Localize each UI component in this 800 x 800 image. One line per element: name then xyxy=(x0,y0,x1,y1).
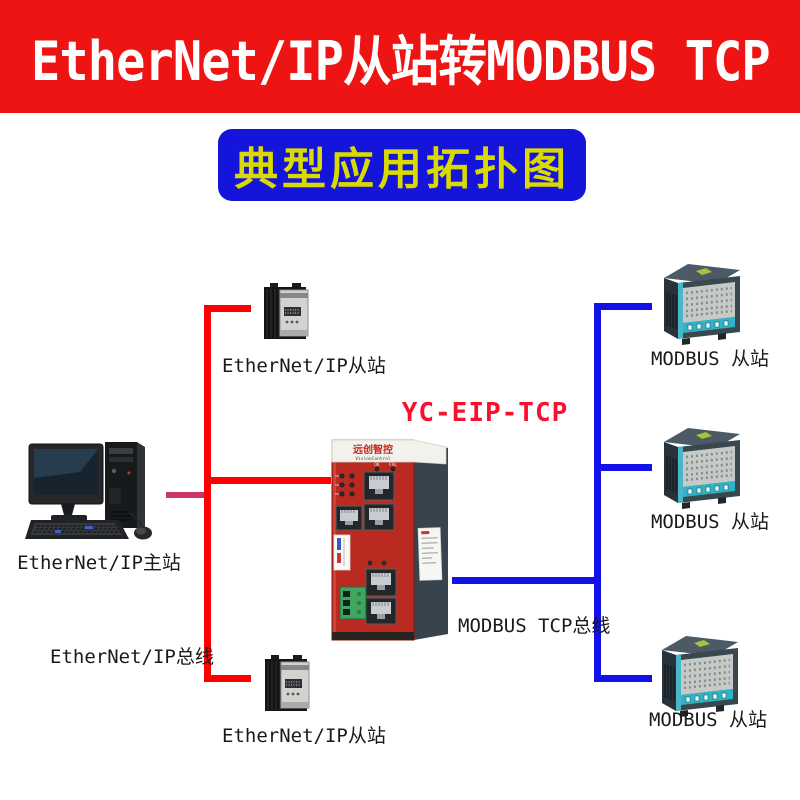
master-node-label: EtherNet/IP主站 xyxy=(17,552,181,574)
title-banner: EtherNet/IP从站转MODBUS TCP xyxy=(0,0,800,113)
gateway-rj45-port-2 xyxy=(363,503,395,531)
modbus-bus-gateway-line xyxy=(452,577,601,584)
eip-bus-stub-gateway-line xyxy=(204,477,331,484)
gateway-status-leds: OK FAL xyxy=(374,462,397,472)
modbus-bus-label: MODBUS TCP总线 xyxy=(458,615,611,637)
eip-slave-top-art xyxy=(262,283,314,343)
modbus-bus-stub-1-line xyxy=(594,303,652,310)
gateway-front-sticker xyxy=(333,534,351,571)
eip-slave-top-label: EtherNet/IP从站 xyxy=(222,355,386,377)
eip-bus-stub-top-line xyxy=(204,305,251,312)
gateway-led-grid xyxy=(335,473,355,497)
modbus-slave-2-art xyxy=(652,422,744,510)
gateway-rj45-port-1 xyxy=(363,471,395,501)
modbus-bus-vertical-line xyxy=(594,303,601,682)
gateway-rj45-port-5 xyxy=(365,597,397,625)
subtitle-banner: 典型应用拓扑图 xyxy=(218,129,586,201)
modbus-slave-3-label: MODBUS 从站 xyxy=(648,709,768,731)
eip-slave-bottom-art xyxy=(263,655,315,715)
svg-text:FAL: FAL xyxy=(389,462,397,468)
gateway-top-cap: 远创智控 VisionControl xyxy=(331,439,447,465)
subtitle-text: 典型应用拓扑图 xyxy=(234,144,570,195)
eip-bus-stub-bottom-line xyxy=(204,675,251,682)
eip-slave-bottom-label: EtherNet/IP从站 xyxy=(222,725,386,747)
modbus-slave-1-label: MODBUS 从站 xyxy=(650,348,770,370)
modbus-bus-stub-2-line xyxy=(594,464,652,471)
gateway-terminal-block xyxy=(339,586,367,620)
master-computer-art xyxy=(25,438,165,546)
eip-bus-label: EtherNet/IP总线 xyxy=(50,646,214,668)
modbus-slave-2-label: MODBUS 从站 xyxy=(650,511,770,533)
svg-text:OK: OK xyxy=(374,462,380,468)
page-title: EtherNet/IP从站转MODBUS TCP xyxy=(30,30,771,93)
gateway-rj45-port-3 xyxy=(335,505,363,531)
master-link-line xyxy=(166,492,207,498)
gateway-side-panel xyxy=(414,440,448,640)
modbus-slave-1-art xyxy=(652,258,744,346)
eip-bus-vertical-line xyxy=(204,305,211,682)
modbus-bus-stub-3-line xyxy=(594,675,652,682)
gateway-lower-leds xyxy=(367,560,387,566)
gateway-device-art: 远创智控 VisionControl OK FAL xyxy=(331,439,448,641)
gateway-rj45-port-4 xyxy=(365,568,397,597)
gateway-brand-text: 远创智控 xyxy=(353,443,393,456)
gateway-model-label: YC-EIP-TCP xyxy=(401,398,569,428)
gateway-brand-sub-text: VisionControl xyxy=(355,456,391,462)
